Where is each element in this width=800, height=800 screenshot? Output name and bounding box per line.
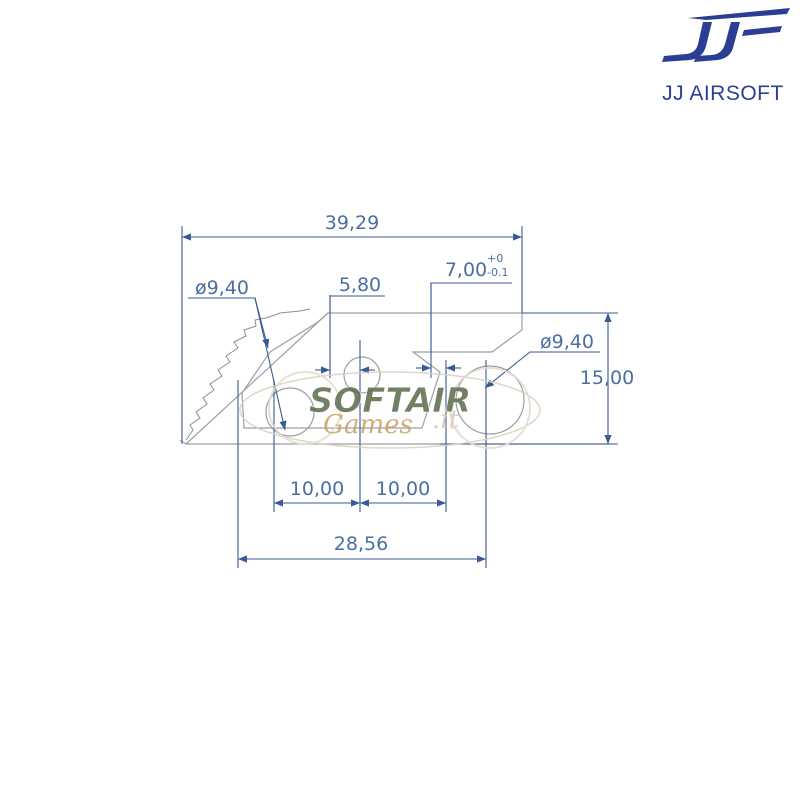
brand-name: JJ AIRSOFT (662, 82, 784, 105)
watermark-suffix-text: .it (432, 405, 460, 435)
tab-tolerance-lower: -0.1 (487, 266, 508, 279)
hole-right-diameter-label: ø9,40 (540, 331, 594, 353)
overall-width-label: 39,29 (325, 212, 379, 234)
jj-monogram-logo-icon (662, 8, 790, 62)
hole-span-label: 28,56 (334, 533, 388, 555)
hole-left-diameter-label: ø9,40 (195, 277, 249, 299)
tab-width-leader (430, 282, 512, 352)
pitch-right-label: 10,00 (376, 478, 430, 500)
watermark-sub-text: Games (323, 410, 413, 440)
hole-left-diameter-leader (188, 297, 287, 431)
pitch-left-label: 10,00 (290, 478, 344, 500)
height-label: 15,00 (580, 367, 634, 389)
tab-tolerance-upper: +0 (487, 252, 503, 265)
watermark-main-text: SOFTAIR (309, 381, 471, 421)
dimension-lines (182, 233, 612, 563)
tab-width-label: 7,00 (445, 259, 487, 281)
slot-width-leader (329, 295, 385, 313)
hole-right-diameter-leader (484, 351, 600, 389)
softair-games-watermark: SOFTAIR Games .it (239, 367, 541, 449)
slot-width-label: 5,80 (339, 274, 381, 296)
break-line (185, 308, 311, 441)
